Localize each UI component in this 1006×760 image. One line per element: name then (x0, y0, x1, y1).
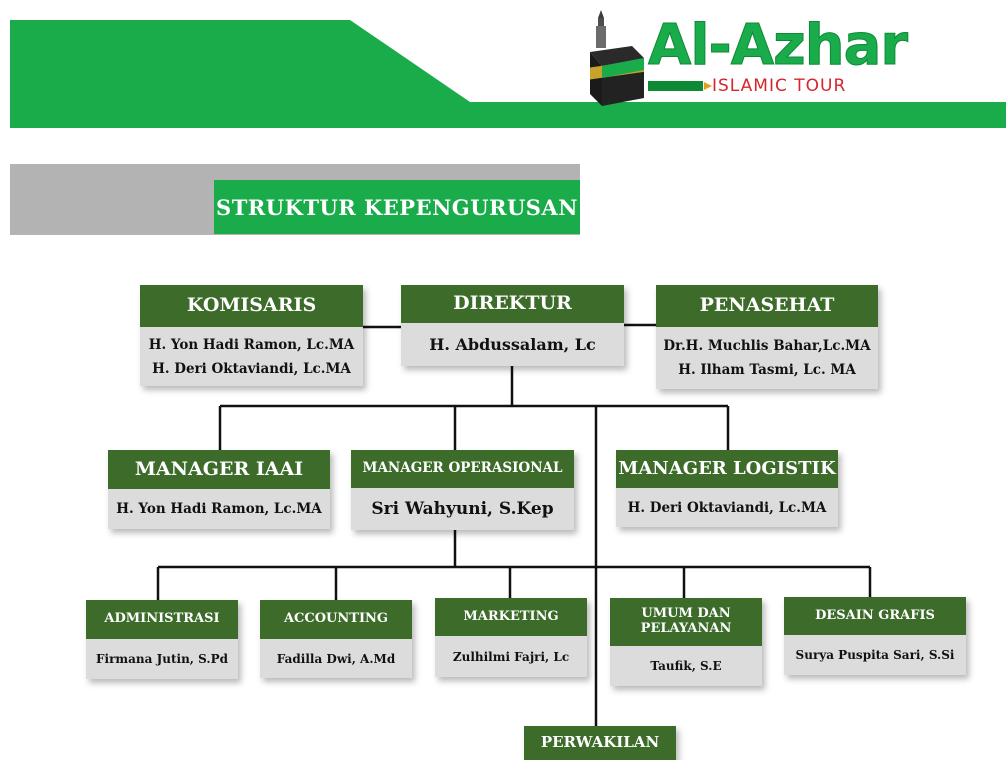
member-name: H. Ilham Tasmi, Lc. MA (678, 362, 856, 378)
member-name: Firmana Jutin, S.Pd (96, 652, 228, 666)
manager-logistik-box: MANAGER LOGISTIK H. Deri Oktaviandi, Lc.… (616, 450, 838, 527)
penasehat-box: PENASEHAT Dr.H. Muchlis Bahar,Lc.MA H. I… (656, 285, 878, 389)
member-name: H. Deri Oktaviandi, Lc.MA (152, 360, 351, 377)
brand-logo-text: Al-Azhar (648, 13, 909, 78)
logo-accent-bar (648, 81, 703, 91)
brand-tagline: ISLAMIC TOUR (712, 76, 847, 96)
member-name: H. Abdussalam, Lc (429, 335, 596, 354)
box-names: H. Yon Hadi Ramon, Lc.MA H. Deri Oktavia… (140, 327, 363, 386)
box-names: Dr.H. Muchlis Bahar,Lc.MA H. Ilham Tasmi… (656, 327, 878, 389)
box-title: MANAGER LOGISTIK (616, 450, 838, 488)
box-title: ACCOUNTING (260, 600, 412, 639)
member-name: H. Yon Hadi Ramon, Lc.MA (116, 501, 322, 517)
box-title: MARKETING (435, 598, 587, 636)
box-title-line: PELAYANAN (640, 621, 732, 636)
box-title: DIREKTUR (401, 285, 624, 323)
box-title: UMUM DAN PELAYANAN (610, 598, 762, 646)
member-name: H. Yon Hadi Ramon, Lc.MA (148, 336, 355, 353)
accounting-box: ACCOUNTING Fadilla Dwi, A.Md (260, 600, 412, 678)
box-names: Fadilla Dwi, A.Md (260, 639, 412, 678)
section-title: STRUKTUR KEPENGURUSAN (214, 180, 580, 234)
desain-grafis-box: DESAIN GRAFIS Surya Puspita Sari, S.Si (784, 597, 966, 675)
member-name: H. Deri Oktaviandi, Lc.MA (627, 499, 827, 516)
box-names: H. Deri Oktaviandi, Lc.MA (616, 488, 838, 527)
administrasi-box: ADMINISTRASI Firmana Jutin, S.Pd (86, 600, 238, 679)
box-title: KOMISARIS (140, 285, 363, 327)
logo-accent-arrow (704, 82, 712, 90)
manager-iaai-box: MANAGER IAAI H. Yon Hadi Ramon, Lc.MA (108, 450, 330, 529)
marketing-box: MARKETING Zulhilmi Fajri, Lc (435, 598, 587, 677)
member-name: Sri Wahyuni, S.Kep (371, 499, 554, 519)
box-names: Surya Puspita Sari, S.Si (784, 635, 966, 675)
umum-pelayanan-box: UMUM DAN PELAYANAN Taufik, S.E (610, 598, 762, 686)
box-names: H. Yon Hadi Ramon, Lc.MA (108, 489, 330, 529)
komisaris-box: KOMISARIS H. Yon Hadi Ramon, Lc.MA H. De… (140, 285, 363, 386)
box-names: Firmana Jutin, S.Pd (86, 639, 238, 679)
perwakilan-box: PERWAKILAN (524, 726, 676, 760)
header-band (10, 20, 1006, 128)
box-title: DESAIN GRAFIS (784, 597, 966, 635)
manager-operasional-box: MANAGER OPERASIONAL Sri Wahyuni, S.Kep (351, 450, 574, 530)
box-title: PERWAKILAN (524, 726, 676, 760)
box-names: Taufik, S.E (610, 646, 762, 686)
member-name: Surya Puspita Sari, S.Si (795, 648, 955, 662)
member-name: Taufik, S.E (650, 659, 722, 673)
box-title-line: UMUM DAN (641, 606, 731, 622)
box-title: ADMINISTRASI (86, 600, 238, 639)
member-name: Dr.H. Muchlis Bahar,Lc.MA (663, 338, 871, 354)
box-title: MANAGER OPERASIONAL (351, 450, 574, 488)
box-title: PENASEHAT (656, 285, 878, 327)
kaaba-minaret-logo-icon (590, 10, 644, 106)
member-name: Fadilla Dwi, A.Md (276, 651, 396, 666)
box-names: Zulhilmi Fajri, Lc (435, 636, 587, 677)
box-names: H. Abdussalam, Lc (401, 323, 624, 366)
box-names: Sri Wahyuni, S.Kep (351, 488, 574, 530)
box-title: MANAGER IAAI (108, 450, 330, 489)
member-name: Zulhilmi Fajri, Lc (452, 649, 570, 664)
direktur-box: DIREKTUR H. Abdussalam, Lc (401, 285, 624, 366)
